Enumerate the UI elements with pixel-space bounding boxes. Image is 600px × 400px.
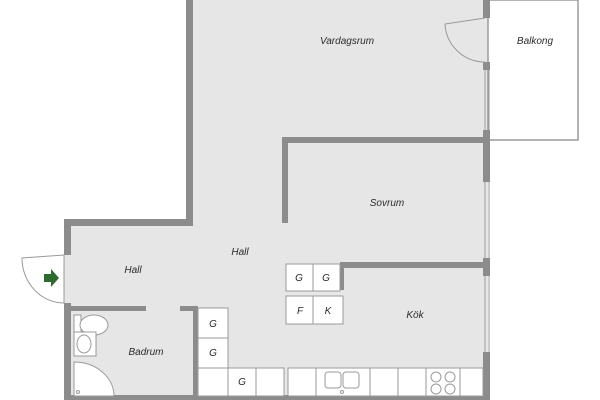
cabinet-label-g2: G (322, 273, 330, 284)
room-label-hall-left: Hall (124, 265, 142, 276)
toilet-icon (73, 314, 109, 336)
room-label-vardagsrum: Vardagsrum (320, 36, 374, 47)
room-label-balkong: Balkong (517, 36, 554, 47)
entrance-arrow-icon (44, 269, 59, 287)
cabinet-label-f: F (297, 306, 304, 317)
cabinet-label-g-bath-1: G (209, 319, 217, 330)
entrance-door (21, 254, 65, 304)
cabinet-label-k: K (325, 306, 333, 317)
cabinet-label-g1: G (295, 273, 303, 284)
floor-area (64, 0, 488, 400)
room-label-hall-center: Hall (231, 247, 249, 258)
shower-icon (73, 361, 115, 397)
room-label-sovrum: Sovrum (370, 198, 404, 209)
balcony-area (487, 0, 579, 141)
stove-icon (430, 371, 456, 395)
interior-walls (64, 137, 488, 400)
kitchen-sink-icon (324, 371, 360, 394)
room-label-kok: Kök (406, 310, 424, 321)
balcony-door (444, 17, 486, 63)
sink-icon (73, 331, 97, 357)
hall-wardrobes (285, 263, 344, 325)
bathroom-cabinets (197, 307, 229, 369)
room-label-badrum: Badrum (128, 347, 163, 358)
cabinet-label-g-bottom: G (238, 377, 246, 388)
windows (484, 70, 490, 352)
cabinet-label-g-bath-2: G (209, 348, 217, 359)
